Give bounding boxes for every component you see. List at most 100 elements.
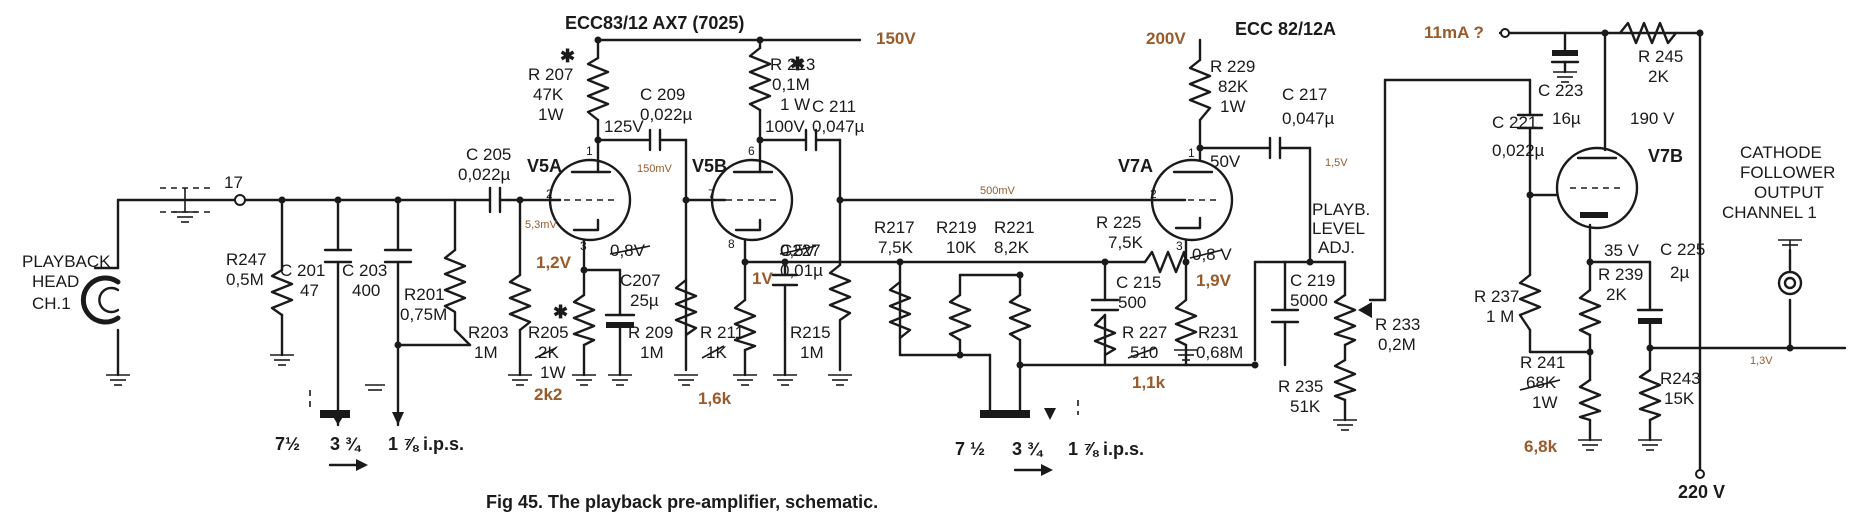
resistor-r201 xyxy=(443,248,467,332)
label-r239: R 239 2K xyxy=(1598,265,1643,304)
supply-terminal-220 xyxy=(1695,469,1705,479)
capacitor-c223 xyxy=(1550,50,1580,74)
speeds-left: 7½ 3 ¾ 1 ⅞ i.p.s. xyxy=(275,434,464,454)
voltage-v5b-plate: 100V xyxy=(765,117,805,136)
resistor-r239 xyxy=(1578,288,1602,337)
annotation-k19: 1,9V xyxy=(1196,271,1232,290)
v5b-cathode-wiring xyxy=(684,198,902,377)
svg-text:R231: R231 xyxy=(1198,323,1239,342)
annotation-s500: 500mV xyxy=(980,185,1016,197)
label-c219: C 219 5000 xyxy=(1290,271,1335,310)
svg-text:1W: 1W xyxy=(540,363,566,382)
svg-text:2K: 2K xyxy=(538,343,559,362)
voltage-v7a-cathode: 0,8 V xyxy=(1192,245,1232,264)
svg-text:R 233: R 233 xyxy=(1375,315,1420,334)
label-c215: C 215 500 xyxy=(1116,273,1161,312)
tube-v7a xyxy=(1150,158,1234,242)
resistor-r245 xyxy=(1618,21,1678,45)
tube-type-v5: ECC83/12 AX7 (7025) xyxy=(565,13,744,33)
svg-text:CH.1: CH.1 xyxy=(32,294,71,313)
svg-text:0,1M: 0,1M xyxy=(772,75,810,94)
annotation-k1: 1V xyxy=(752,269,773,288)
v5a-cathode-wiring xyxy=(558,198,622,377)
v5a-plate-wiring xyxy=(596,118,688,372)
voltage-v5b-cathode: 0,5V xyxy=(780,241,816,260)
svg-text:0,022µ: 0,022µ xyxy=(458,165,511,184)
supply-rail-v5 xyxy=(596,38,862,60)
resistor-r235 xyxy=(1333,358,1357,402)
label-c225: C 225 2µ xyxy=(1660,240,1705,282)
label-r247: R247 0,5M xyxy=(226,250,267,289)
svg-text:47K: 47K xyxy=(533,85,564,104)
annotation-r68k: 6,8k xyxy=(1524,437,1558,456)
svg-text:C227: C227 xyxy=(780,241,821,260)
capacitor-c209 xyxy=(648,128,662,152)
svg-text:PLAYBACK: PLAYBACK xyxy=(22,252,111,271)
resistor-r225 xyxy=(1143,250,1188,274)
svg-text:0,047µ: 0,047µ xyxy=(812,117,865,136)
svg-text:R247: R247 xyxy=(226,250,267,269)
svg-text:R 213: R 213 xyxy=(770,55,815,74)
svg-text:0,5M: 0,5M xyxy=(226,270,264,289)
tube-type-v7: ECC 82/12A xyxy=(1235,19,1336,39)
voltage-v7a-plate: 50V xyxy=(1210,152,1241,171)
svg-text:25µ: 25µ xyxy=(630,291,659,310)
svg-text:R219: R219 xyxy=(936,218,977,237)
svg-text:✱: ✱ xyxy=(553,302,568,322)
label-r205: R205 2K 1W xyxy=(528,323,569,382)
resistors xyxy=(270,21,1678,422)
svg-text:8,2K: 8,2K xyxy=(994,238,1030,257)
label-r213: R 213 0,1M 1 W xyxy=(770,55,815,114)
pin-numbers: 1 2 3 6 7 8 1 2 3 xyxy=(546,144,1195,253)
tube-v7b xyxy=(1555,146,1639,230)
input-terminal xyxy=(1500,28,1510,38)
label-r241: R 241 68K 1W xyxy=(1520,353,1565,412)
label-r237: R 237 1 M xyxy=(1474,287,1519,326)
capacitors xyxy=(323,50,1664,377)
annotation-r2k2: 2k2 xyxy=(534,385,562,404)
svg-text:3 ¾: 3 ¾ xyxy=(1012,439,1044,459)
label-r229: R 229 82K 1W xyxy=(1210,57,1255,116)
label-r235: R 235 51K xyxy=(1278,377,1323,416)
svg-text:2: 2 xyxy=(1150,187,1157,201)
annotation-r11k: 1,1k xyxy=(1132,373,1166,392)
resistor-r217 xyxy=(888,280,912,340)
annotation-s15: 1,5V xyxy=(1325,157,1348,169)
svg-text:ADJ.: ADJ. xyxy=(1318,238,1355,257)
tube-v5b-label: V5B xyxy=(692,156,727,176)
svg-text:R 241: R 241 xyxy=(1520,353,1565,372)
svg-text:PLAYB.: PLAYB. xyxy=(1312,200,1370,219)
svg-text:C 209: C 209 xyxy=(640,85,685,104)
svg-text:C 221: C 221 xyxy=(1492,113,1537,132)
label-c211: C 211 0,047µ xyxy=(812,97,865,136)
svg-text:R201: R201 xyxy=(404,285,445,304)
svg-text:R217: R217 xyxy=(874,218,915,237)
svg-text:6: 6 xyxy=(748,144,755,158)
resistor-r231 xyxy=(1174,298,1198,347)
svg-text:FOLLOWER: FOLLOWER xyxy=(1740,163,1835,182)
capacitor-c207 xyxy=(604,313,636,328)
svg-text:CHANNEL 1: CHANNEL 1 xyxy=(1722,203,1817,222)
svg-text:2µ: 2µ xyxy=(1670,263,1689,282)
svg-text:1 ⅞ i.p.s.: 1 ⅞ i.p.s. xyxy=(1068,439,1144,459)
playback-head-label: PLAYBACK HEAD CH.1 xyxy=(22,252,111,313)
figure-caption: Fig 45. The playback pre-amplifier, sche… xyxy=(486,492,878,512)
label-c207: C207 25µ xyxy=(620,271,661,310)
tube-v7a-label: V7A xyxy=(1118,156,1153,176)
svg-text:1M: 1M xyxy=(800,343,824,362)
svg-text:10K: 10K xyxy=(946,238,977,257)
svg-text:5000: 5000 xyxy=(1290,291,1328,310)
svg-text:✱: ✱ xyxy=(560,46,575,66)
speeds-right: 7 ½ 3 ¾ 1 ⅞ i.p.s. xyxy=(955,439,1144,459)
ground-symbols xyxy=(106,71,1662,451)
label-r221: R221 8,2K xyxy=(994,218,1035,257)
svg-text:R205: R205 xyxy=(528,323,569,342)
v7a-wiring xyxy=(1184,38,1347,422)
label-r215: R215 1M xyxy=(790,323,831,362)
svg-text:C 215: C 215 xyxy=(1116,273,1161,292)
capacitor-c227 xyxy=(771,260,799,377)
svg-text:1M: 1M xyxy=(474,343,498,362)
svg-text:16µ: 16µ xyxy=(1552,109,1581,128)
svg-text:1 M: 1 M xyxy=(1486,307,1514,326)
svg-text:0,01µ: 0,01µ xyxy=(780,261,823,280)
